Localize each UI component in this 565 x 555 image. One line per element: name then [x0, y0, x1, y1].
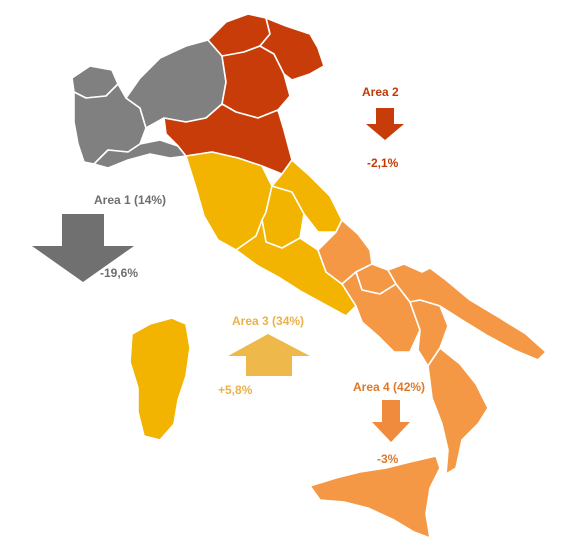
area-3-regions [129, 151, 357, 441]
region-veneto [221, 45, 291, 119]
area-2-label: Area 2 [362, 85, 399, 99]
area-3-arrow-up-icon [228, 334, 310, 376]
area-4-arrow-down-icon [372, 400, 410, 442]
area-4-change: -3% [377, 452, 399, 466]
area-1-arrow-down-icon [32, 214, 134, 282]
area-3-change: +5,8% [218, 383, 253, 397]
area-4-label: Area 4 (42%) [353, 380, 426, 394]
area-1-label: Area 1 (14%) [94, 193, 167, 207]
area-2-change: -2,1% [367, 156, 399, 170]
area-1-change: -19,6% [100, 266, 139, 280]
region-calabria [427, 347, 489, 475]
area-2-arrow-down-icon [366, 108, 404, 140]
region-sicilia [309, 455, 441, 539]
area-2-regions [163, 13, 325, 175]
region-friuli-venezia-giulia [259, 17, 325, 81]
area-4-regions [309, 219, 547, 539]
area-1-regions [71, 39, 227, 169]
area-3-label: Area 3 (34%) [232, 314, 305, 328]
region-sardegna [129, 317, 191, 441]
